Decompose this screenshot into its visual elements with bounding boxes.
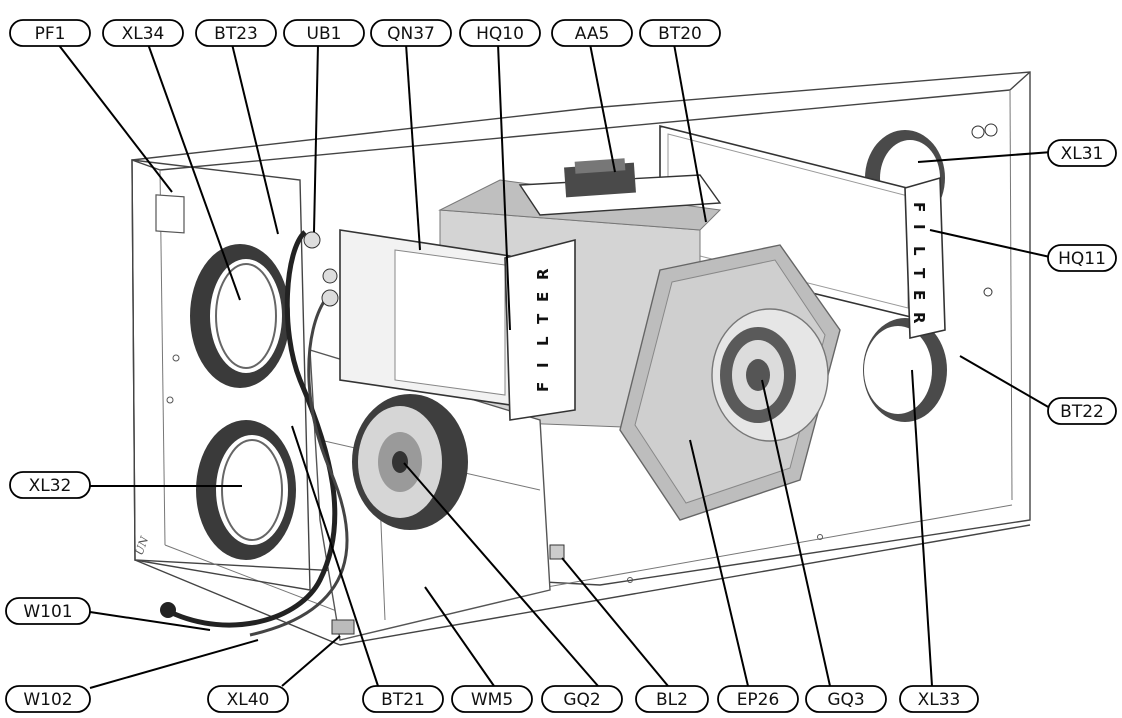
svg-text:BT21: BT21 (381, 690, 425, 710)
leader-w102 (89, 639, 259, 689)
cabinet-frame (131, 71, 1031, 646)
filter-letter: F (910, 202, 928, 212)
label-qn37: QN37 (370, 19, 452, 47)
svg-text:BL2: BL2 (656, 690, 688, 710)
svg-text:AA5: AA5 (575, 24, 610, 44)
label-xl31: XL31 (1047, 139, 1117, 167)
leader-w101 (89, 611, 211, 631)
filter-letter: I (534, 362, 552, 368)
label-pf1: PF1 (9, 19, 91, 47)
label-w101: W101 (5, 597, 91, 625)
cable-w102 (249, 299, 349, 637)
leader-bt23 (231, 43, 279, 235)
label-gq2: GQ2 (541, 685, 623, 713)
label-xl33: XL33 (899, 685, 979, 713)
label-xl32: XL32 (9, 471, 91, 499)
svg-text:PF1: PF1 (35, 24, 66, 44)
svg-text:BT22: BT22 (1060, 402, 1104, 422)
svg-text:EP26: EP26 (737, 690, 780, 710)
filter-letter: R (534, 268, 552, 280)
corner-mark: UN (133, 534, 152, 557)
filter-letter: E (910, 290, 928, 300)
label-bt20: BT20 (639, 19, 721, 47)
label-hq10: HQ10 (459, 19, 541, 47)
fan-gq2 (352, 394, 468, 530)
filter-letter: E (534, 292, 552, 302)
filter-letter: F (534, 382, 552, 392)
leader-xl31 (917, 151, 1053, 163)
filter-label-hq11: F I L T E R (910, 202, 928, 324)
svg-text:HQ11: HQ11 (1058, 249, 1106, 269)
cable-w101 (160, 230, 338, 628)
leader-wm5 (424, 586, 495, 687)
svg-text:HQ10: HQ10 (476, 24, 524, 44)
leader-qn37 (405, 43, 421, 251)
leader-ub1 (313, 43, 319, 233)
leader-xl33 (911, 369, 933, 687)
label-bl2: BL2 (635, 685, 709, 713)
svg-text:BT23: BT23 (214, 24, 258, 44)
svg-text:UB1: UB1 (307, 24, 342, 44)
filter-hq10 (339, 229, 576, 421)
svg-text:BT20: BT20 (658, 24, 702, 44)
svg-text:W101: W101 (23, 602, 72, 622)
filter-label-hq10: F I L T E R (534, 268, 552, 392)
label-hq11: HQ11 (1047, 244, 1117, 272)
leader-bt21 (291, 425, 379, 687)
leader-xl34 (147, 43, 241, 301)
drain-xl40 (331, 619, 355, 635)
leader-aa5 (589, 43, 616, 173)
leader-gq3 (761, 379, 831, 687)
duct-xl34 (190, 244, 290, 388)
filter-letter: I (910, 224, 928, 230)
svg-text:W102: W102 (23, 690, 72, 710)
leader-lines (57, 43, 1053, 689)
leader-bl2 (561, 557, 669, 687)
label-ub1: UB1 (283, 19, 365, 47)
filter-letter: R (910, 312, 928, 324)
label-aa5: AA5 (551, 19, 633, 47)
label-w102: W102 (5, 685, 91, 713)
svg-text:XL32: XL32 (29, 476, 72, 496)
leader-pf1 (57, 43, 173, 193)
filter-letter: T (534, 313, 552, 324)
cable-glands (303, 231, 339, 307)
label-xl34: XL34 (102, 19, 184, 47)
leader-gq2 (403, 462, 599, 687)
control-board-aa5 (518, 158, 722, 216)
fan-gq3 (711, 308, 829, 442)
svg-text:GQ2: GQ2 (563, 690, 600, 710)
duct-xl32 (196, 420, 296, 560)
svg-text:XL34: XL34 (122, 24, 165, 44)
svg-text:GQ3: GQ3 (827, 690, 864, 710)
filter-letter: L (534, 336, 552, 346)
leader-hq11 (929, 229, 1051, 258)
label-bt22: BT22 (1047, 397, 1117, 425)
filter-letter: L (910, 246, 928, 256)
label-bt21: BT21 (362, 685, 444, 713)
leader-ep26 (689, 439, 749, 687)
leader-bt20 (673, 43, 707, 223)
label-gq3: GQ3 (805, 685, 887, 713)
svg-text:WM5: WM5 (471, 690, 513, 710)
svg-text:XL40: XL40 (227, 690, 270, 710)
label-ep26: EP26 (717, 685, 799, 713)
filter-letter: T (910, 268, 928, 279)
label-bt23: BT23 (195, 19, 277, 47)
duct-xl33 (863, 318, 947, 422)
svg-text:QN37: QN37 (387, 24, 435, 44)
svg-text:XL31: XL31 (1061, 144, 1104, 164)
label-xl40: XL40 (207, 685, 289, 713)
level-sensor-bl2 (549, 544, 565, 560)
leader-bt22 (959, 355, 1051, 409)
label-wm5: WM5 (451, 685, 533, 713)
svg-text:XL33: XL33 (918, 690, 961, 710)
leader-hq10 (497, 43, 511, 331)
leader-xl40 (281, 635, 341, 687)
